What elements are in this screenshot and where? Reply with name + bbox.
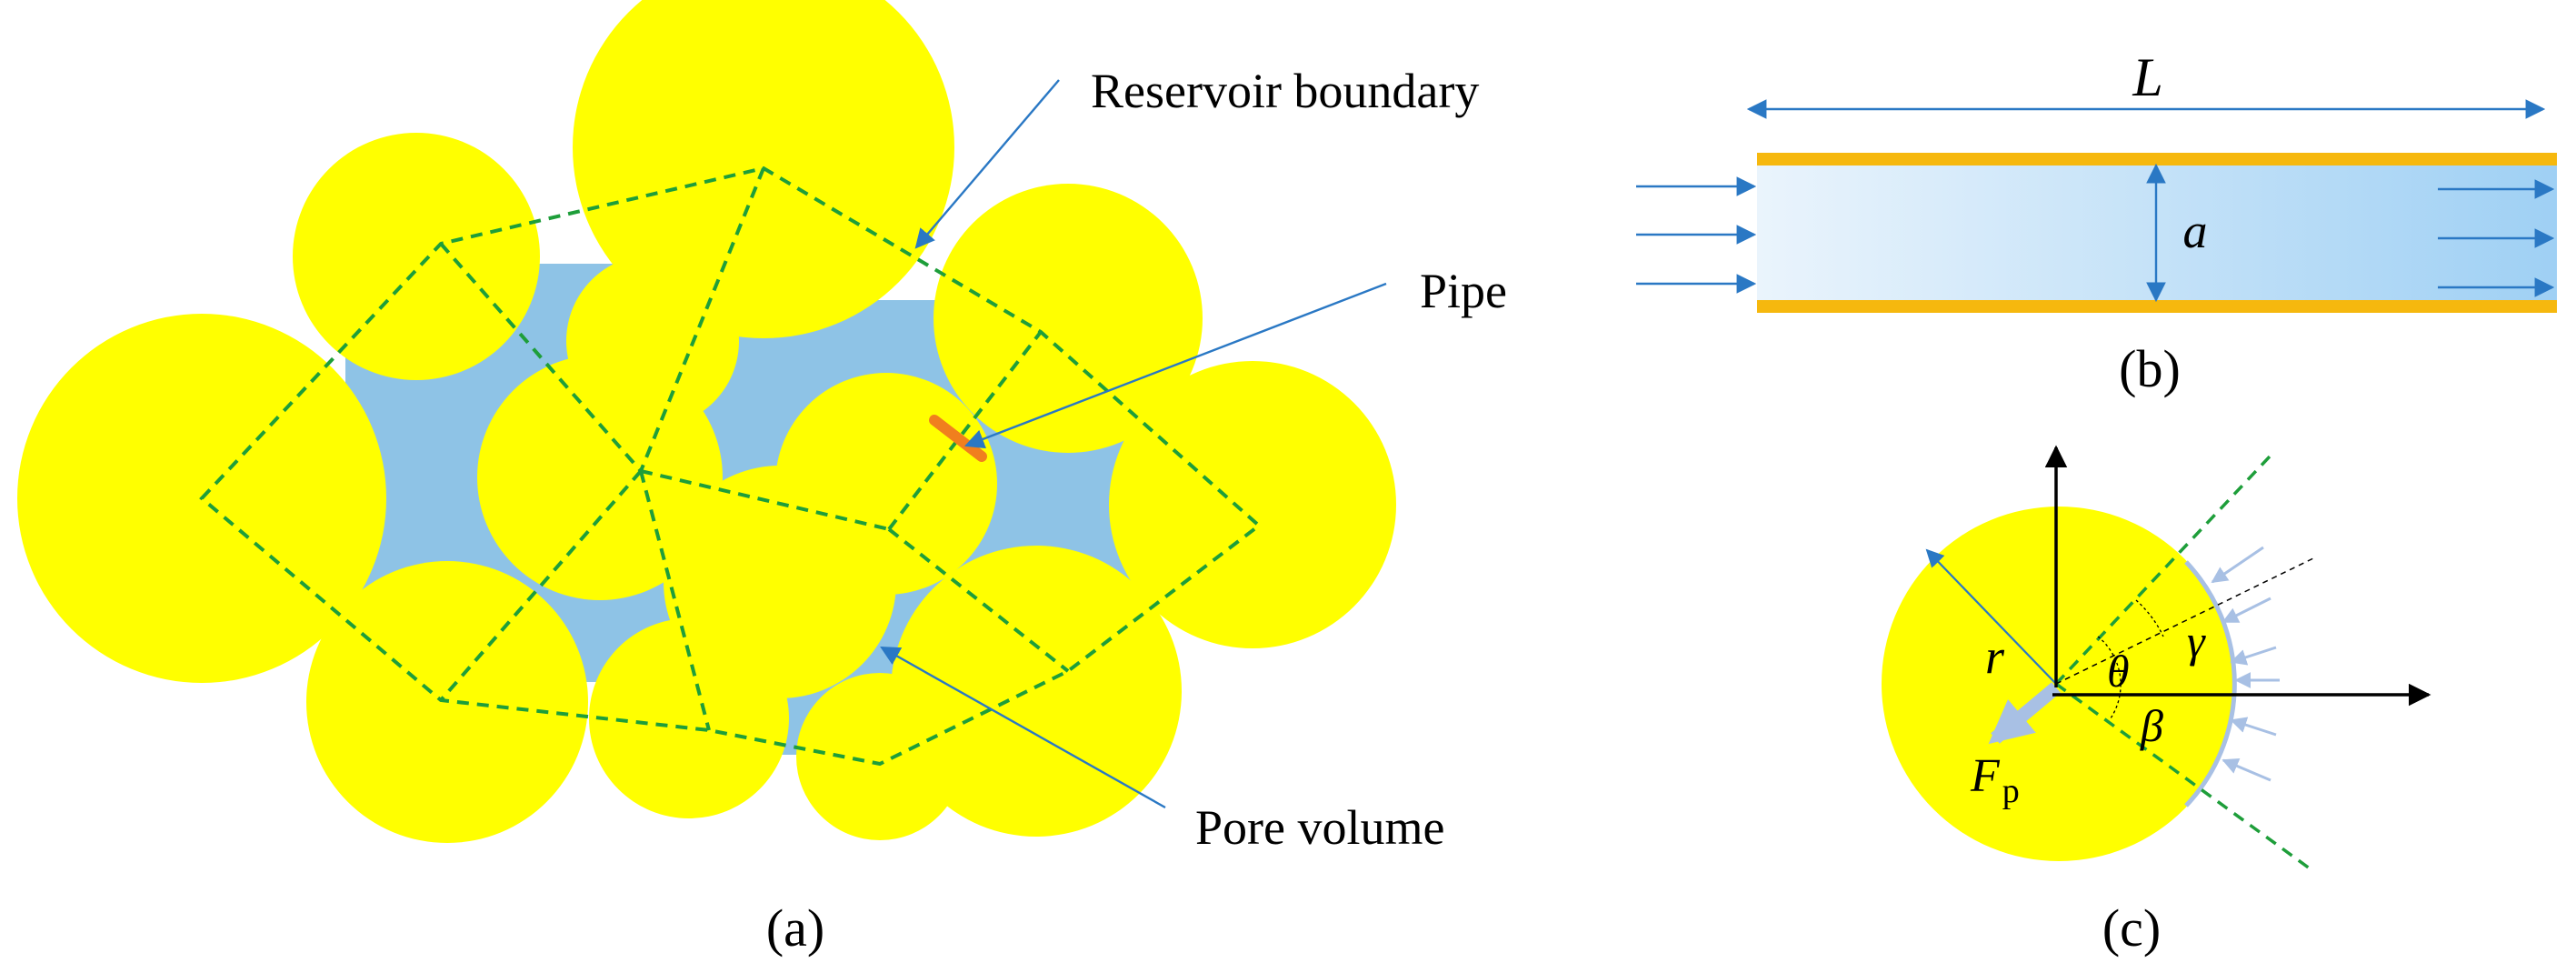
- force-symbol-subscript: p: [2002, 772, 2020, 810]
- pipe-top-wall: [1757, 153, 2557, 166]
- pipe-pointer: [964, 282, 1387, 449]
- outflow-arrows: [2438, 179, 2555, 297]
- force-particle: [1882, 507, 2236, 861]
- boundary-edge: [639, 470, 711, 731]
- gamma-arc: [2135, 599, 2164, 637]
- pore-volume-pointer: [880, 646, 1166, 809]
- reference-dashed-line: [2055, 557, 2314, 685]
- pipe-bottom-wall: [1757, 300, 2557, 313]
- particle: [962, 555, 1089, 682]
- inflow-arrows: [1636, 176, 1757, 294]
- pore-volume-label: Pore volume: [1195, 800, 1444, 855]
- width-symbol: a: [2183, 204, 2208, 258]
- contact-boundary-line: [2054, 682, 2315, 873]
- reservoir-boundary-pointer: [914, 79, 1060, 249]
- angle-arcs: [2097, 599, 2164, 719]
- pressure-arrow: [2230, 717, 2277, 737]
- resultant-force-arrow: [1988, 682, 2061, 745]
- panel-c: r θ γ β Fp (c): [1882, 445, 2431, 958]
- beta-symbol: β: [2140, 700, 2163, 751]
- panel-b-caption: (b): [2119, 339, 2181, 398]
- force-symbol-main: F: [1970, 750, 2001, 802]
- boundary-edge: [640, 469, 890, 531]
- pressure-arrow: [2222, 597, 2271, 624]
- pressure-arrows: [2211, 546, 2280, 782]
- particle: [1109, 361, 1396, 648]
- panel-a: Reservoir boundary Pipe Pore volume (a): [17, 0, 1507, 958]
- reservoir-boundary-network: [199, 166, 1263, 767]
- pressure-arrow: [2230, 646, 2277, 666]
- particle: [664, 466, 896, 698]
- particle: [566, 255, 739, 427]
- contact-boundary-lines: [2054, 455, 2315, 873]
- gamma-symbol: γ: [2187, 616, 2206, 667]
- boundary-edge: [439, 242, 643, 473]
- force-symbol: Fp: [1970, 750, 2020, 810]
- length-symbol: L: [2132, 47, 2162, 107]
- boundary-edge: [639, 167, 765, 472]
- panel-a-caption: (a): [766, 898, 824, 958]
- panel-c-caption: (c): [2102, 898, 2161, 958]
- panel-b: L a (b): [1636, 47, 2557, 398]
- pressure-arrow: [2222, 758, 2271, 782]
- particle: [293, 133, 540, 380]
- pipe-segment: [929, 415, 987, 462]
- radius-arrow: [1925, 548, 2057, 685]
- radius-symbol: r: [1985, 629, 2005, 684]
- reservoir-boundary-label: Reservoir boundary: [1091, 64, 1479, 118]
- pointers: [880, 79, 1387, 809]
- particles: [17, 0, 1396, 843]
- boundary-edge: [887, 527, 1070, 673]
- pressure-arrow: [2211, 546, 2264, 584]
- particle: [1084, 341, 1184, 441]
- boundary-edge: [439, 469, 643, 702]
- theta-symbol: θ: [2107, 646, 2130, 697]
- pipe-label: Pipe: [1420, 264, 1507, 318]
- theta-arc: [2097, 636, 2122, 719]
